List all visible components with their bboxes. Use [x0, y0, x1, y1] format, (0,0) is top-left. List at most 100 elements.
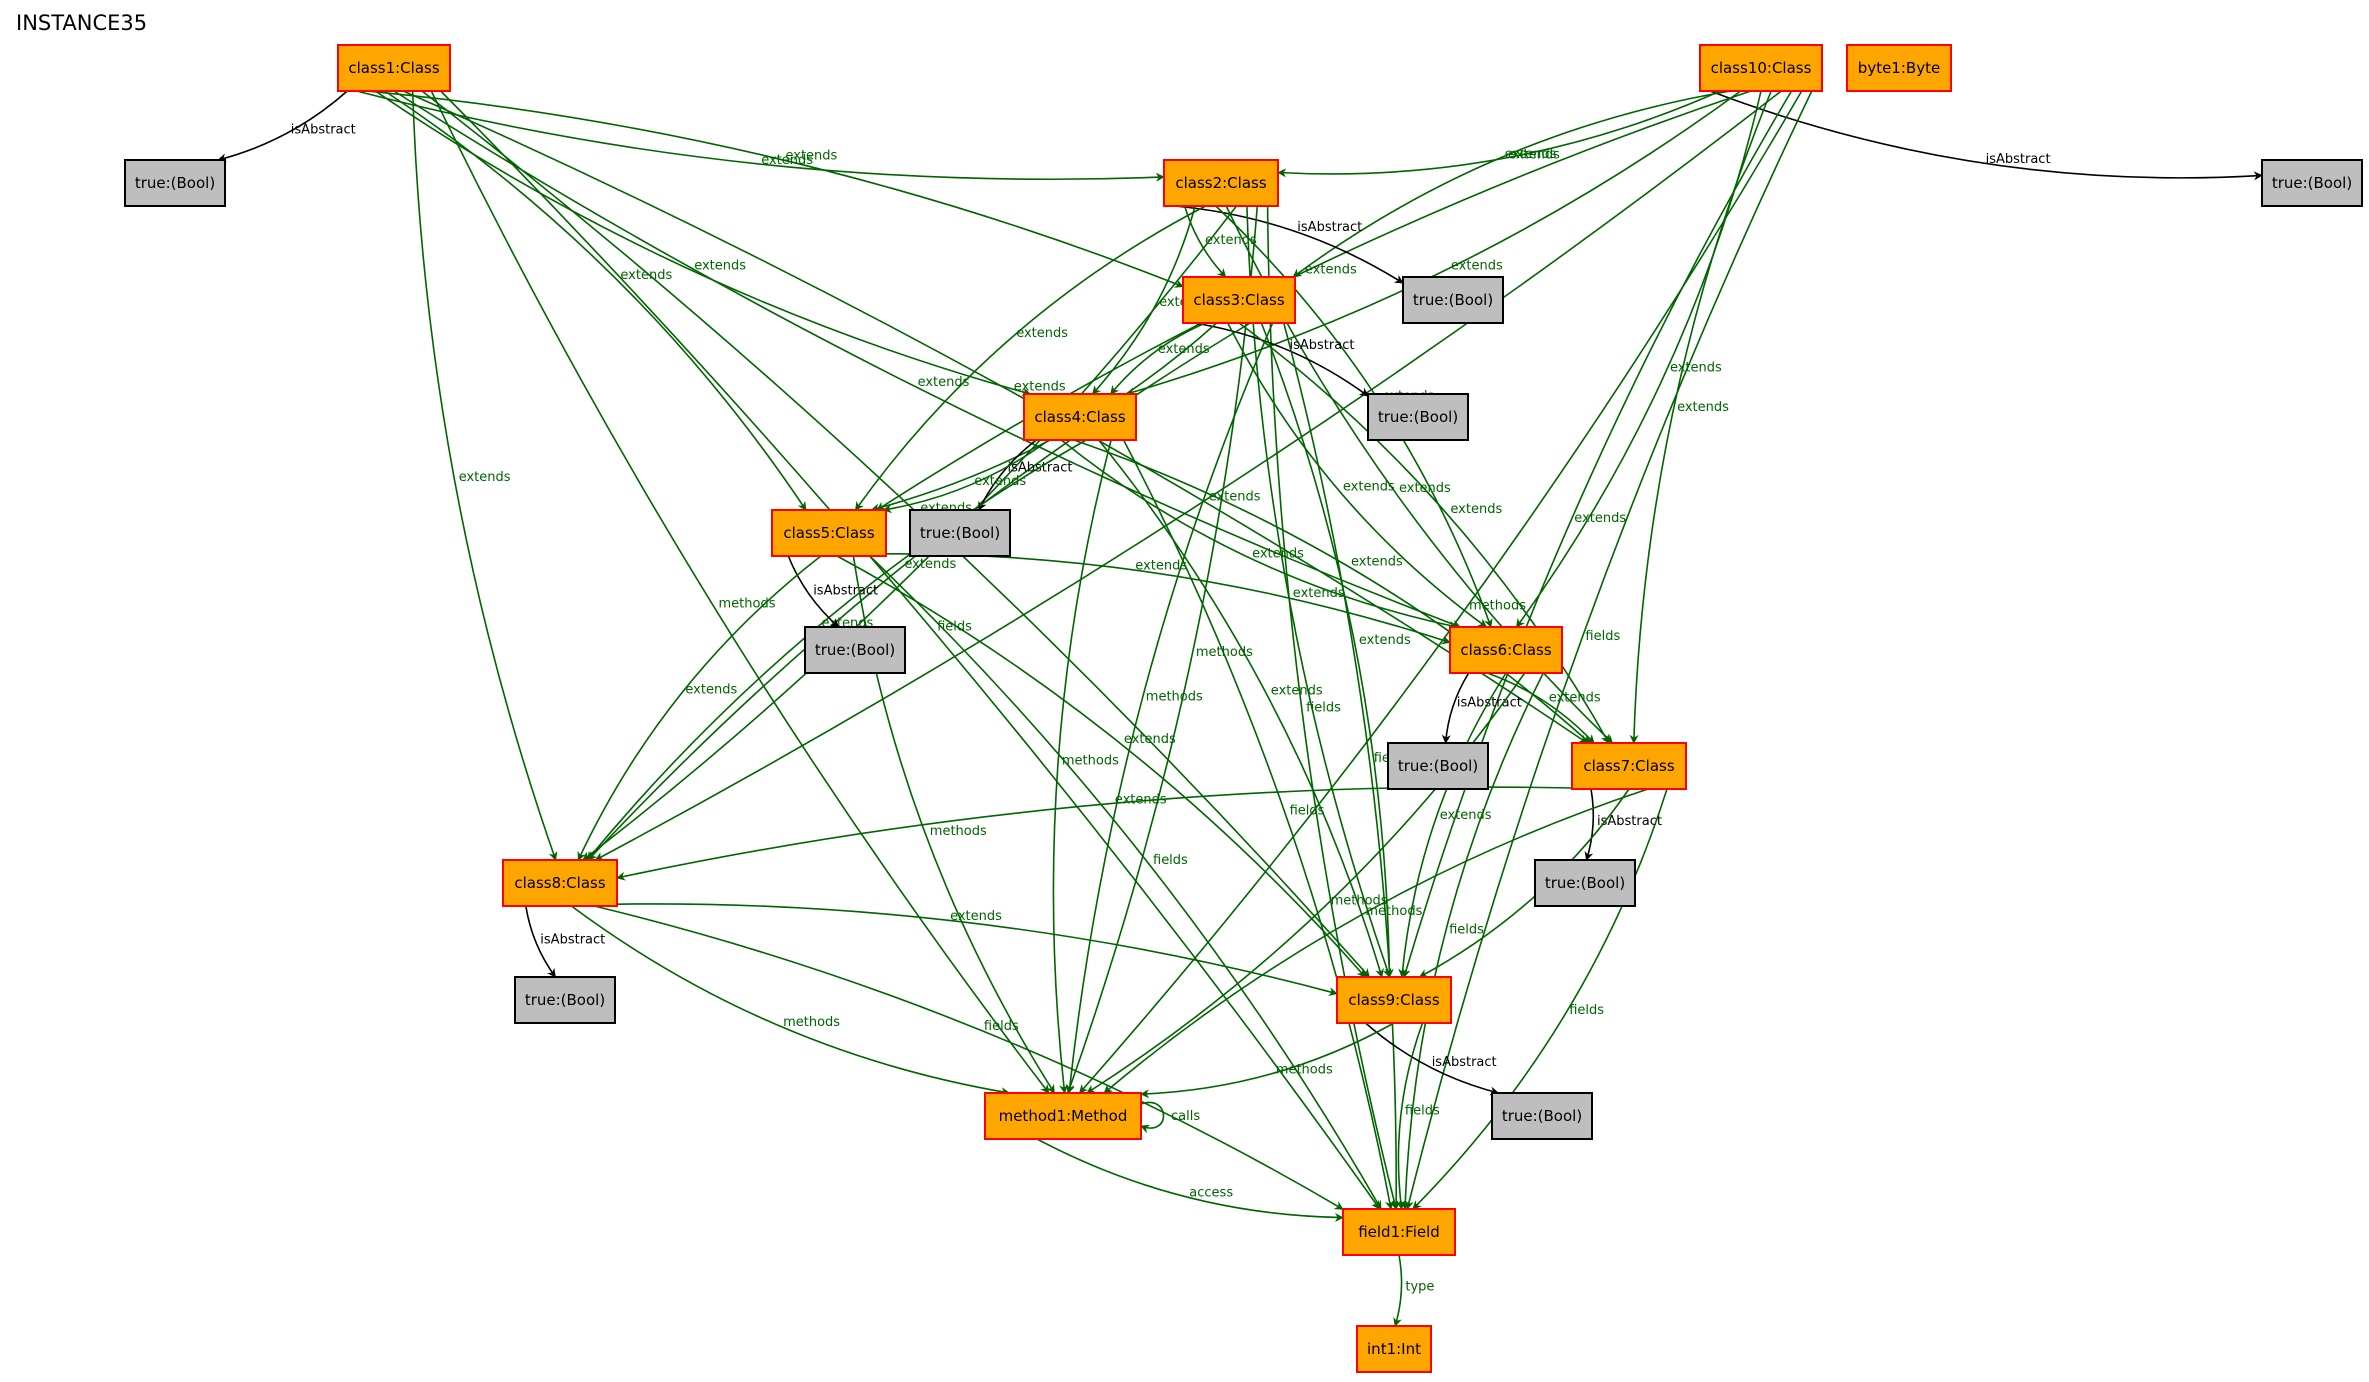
node-label: true:(Bool)	[1398, 757, 1478, 775]
edge-class1-class5: extends	[384, 90, 807, 511]
node-box	[984, 1092, 1142, 1140]
edge-class5-class9: extends	[836, 555, 1366, 978]
edge-class2-class5: extends	[854, 205, 1206, 511]
edge-label: extends	[1158, 342, 1210, 357]
edge-label: extends	[786, 149, 838, 164]
edge-line	[430, 90, 1050, 1094]
edge-line	[836, 555, 1366, 978]
edge-line	[587, 322, 1251, 861]
edge-line	[1103, 788, 1649, 1094]
node-label: class10:Class	[1711, 59, 1812, 77]
edge-label: extends	[1305, 262, 1357, 277]
node-label: true:(Bool)	[2272, 174, 2352, 192]
edge-class10-class6: extends	[1515, 90, 1762, 628]
edge-label: extends	[1508, 147, 1560, 162]
edge-line	[594, 905, 1344, 1210]
edge-class1-class4: extends	[374, 90, 1032, 397]
edge-class10-class2: extends	[1277, 90, 1721, 178]
edge-line	[1078, 90, 1803, 1094]
edge-class3-class6: extends	[1227, 322, 1488, 628]
edge-label: methods	[1469, 599, 1526, 614]
edge-line	[411, 90, 558, 861]
node-int1: int1:Int	[1356, 1325, 1432, 1373]
node-box	[771, 509, 887, 557]
node-box	[1023, 393, 1137, 441]
edge-label: extends	[459, 470, 511, 485]
edge-class4-field1: fields	[1122, 439, 1394, 1210]
edge-line	[1238, 322, 1610, 744]
edge-label: extends	[1271, 684, 1323, 699]
edge-class10-class4: extends	[1125, 90, 1742, 397]
edge-label: isAbstract	[540, 932, 605, 947]
edge-label: extends	[1016, 326, 1068, 341]
edge-label: extends	[950, 909, 1002, 924]
node-box	[1449, 626, 1563, 674]
edge-label: fields	[1153, 853, 1188, 868]
edge-class3-class8: extends	[587, 322, 1251, 861]
node-class7: class7:Class	[1571, 742, 1687, 790]
edge-line	[1052, 439, 1112, 1094]
node-label: true:(Bool)	[525, 991, 605, 1009]
edge-class9-bool_c9: isAbstract	[1364, 1022, 1500, 1096]
edge-label: extends	[1343, 480, 1395, 495]
node-bool-c1: true:(Bool)	[124, 159, 226, 207]
edge-line	[1629, 90, 1772, 744]
edge-line	[978, 439, 1037, 511]
edge-line	[1125, 90, 1742, 397]
edge-class10-class7: extends	[1629, 90, 1772, 744]
edge-label: fields	[1449, 923, 1484, 938]
edge-label: access	[1189, 1186, 1233, 1201]
edge-class4-class7: extends	[1073, 439, 1591, 744]
edge-class3-class4: extends	[1110, 322, 1210, 395]
edge-line	[1036, 1138, 1344, 1222]
edge-class1-bool_c1: isAbstract	[217, 90, 356, 163]
edge-line	[1073, 439, 1591, 744]
edge-line	[1412, 788, 1668, 1210]
edge-class2-field1: fields	[1266, 205, 1399, 1210]
edge-class9-field1: fields	[1396, 1022, 1440, 1210]
edge-class1-class3: extends	[365, 90, 1184, 288]
edge-label: methods	[783, 1015, 840, 1030]
edge-line	[421, 90, 1370, 978]
edge-class5-field1: fields	[869, 555, 1382, 1210]
edge-class6-class7: extends	[1487, 672, 1601, 744]
node-label: class7:Class	[1583, 757, 1674, 775]
edge-line	[577, 555, 822, 861]
edge-class10-method1: methods	[1078, 90, 1803, 1094]
edge-label: fields	[1585, 629, 1620, 644]
node-bool-c3: true:(Bool)	[1367, 393, 1469, 441]
edge-class2-bool_c2: isAbstract	[1174, 205, 1404, 284]
edge-label: fields	[1306, 700, 1341, 715]
node-box	[1491, 1092, 1593, 1140]
edge-line	[1441, 672, 1470, 744]
edge-class6-field1: fields	[1400, 672, 1545, 1210]
edge-label: extends	[974, 474, 1026, 489]
node-class9: class9:Class	[1336, 976, 1452, 1024]
node-label: class9:Class	[1348, 991, 1439, 1009]
node-box	[1846, 44, 1952, 92]
edge-class8-field1: fields	[594, 905, 1344, 1210]
node-label: true:(Bool)	[1545, 874, 1625, 892]
edge-line	[1398, 672, 1507, 978]
edge-line	[570, 905, 1011, 1097]
edge-label: isAbstract	[1986, 152, 2051, 167]
edge-line	[1183, 205, 1227, 278]
edge-label: fields	[984, 1019, 1019, 1034]
edge-line	[365, 90, 1184, 288]
edge-class5-bool_c5: isAbstract	[787, 555, 878, 628]
node-label: true:(Bool)	[135, 174, 215, 192]
node-label: class6:Class	[1460, 641, 1551, 659]
node-label: true:(Bool)	[1502, 1107, 1582, 1125]
edge-line	[384, 90, 807, 511]
node-bool-c10: true:(Bool)	[2261, 159, 2363, 207]
edge-line	[356, 90, 1165, 182]
edge-line	[1584, 788, 1595, 861]
node-box	[337, 44, 451, 92]
edge-line	[1393, 1254, 1403, 1327]
edge-line	[1266, 205, 1399, 1210]
edge-class1-method1: methods	[430, 90, 1050, 1094]
edge-line	[594, 90, 1782, 861]
edge-line	[1402, 90, 1793, 978]
edge-label: extends	[918, 375, 970, 390]
edge-class8-method1: methods	[570, 905, 1011, 1097]
